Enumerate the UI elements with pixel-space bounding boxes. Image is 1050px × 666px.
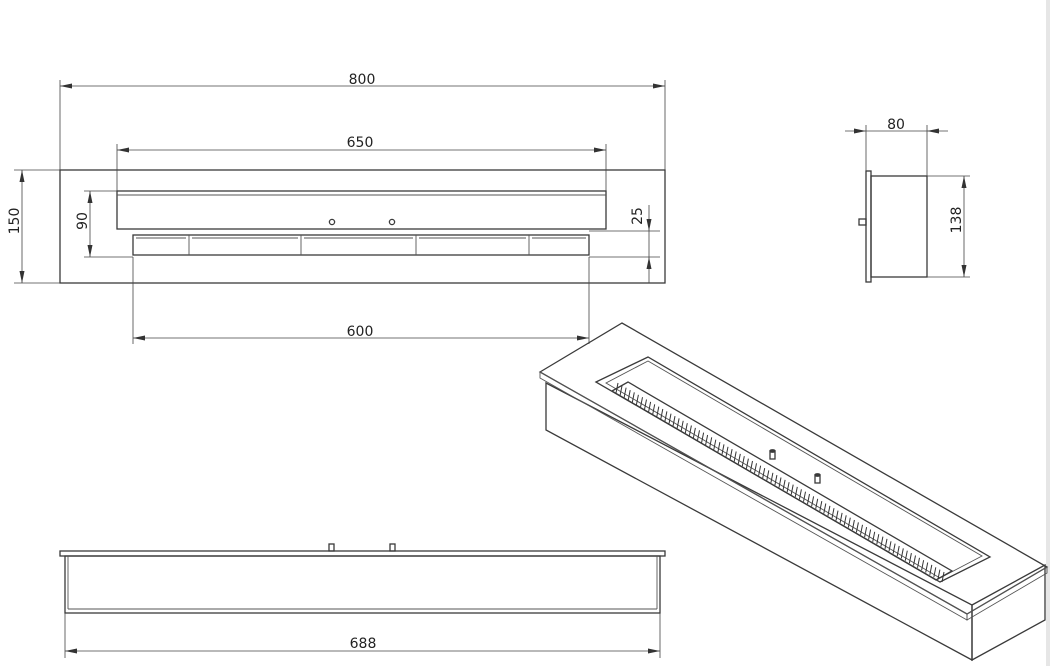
dim-label-25: 25: [630, 207, 646, 225]
iso-front-face: [545, 381, 973, 662]
dim-label-150: 150: [7, 208, 23, 235]
dim-label-688: 688: [350, 636, 377, 652]
dim-label-90: 90: [75, 212, 91, 230]
bottom-body: [64, 555, 661, 614]
front-burner-slot: [132, 234, 590, 256]
front-knob-left: [328, 218, 336, 226]
bottom-view: 688: [59, 543, 666, 658]
side-view: 80 138: [845, 117, 970, 283]
iso-right-face: [971, 563, 1046, 662]
isometric-view: [538, 322, 1049, 662]
dim-label-80: 80: [887, 117, 905, 133]
bottom-knob-left: [328, 543, 335, 552]
iso-grill: [610, 381, 954, 581]
front-knob-right: [388, 218, 396, 226]
front-view: 800 650 150 90 25 600: [7, 72, 666, 344]
dim-label-600: 600: [347, 324, 374, 340]
dim-label-650: 650: [347, 135, 374, 151]
dim-label-800: 800: [349, 72, 376, 88]
bottom-top-flange: [59, 550, 666, 557]
dim-label-138: 138: [949, 207, 965, 234]
window-edge: [1046, 0, 1050, 666]
front-top-panel: [116, 190, 607, 230]
iso-knob-left: [769, 449, 776, 460]
bottom-knob-right: [389, 543, 396, 552]
side-body: [870, 175, 928, 278]
iso-grill-slats: [615, 382, 945, 583]
iso-knob-right: [814, 473, 821, 484]
side-flange: [865, 170, 872, 283]
iso-burner-recess: [594, 356, 992, 583]
side-knob: [858, 218, 867, 226]
front-outer-outline: [59, 169, 666, 284]
